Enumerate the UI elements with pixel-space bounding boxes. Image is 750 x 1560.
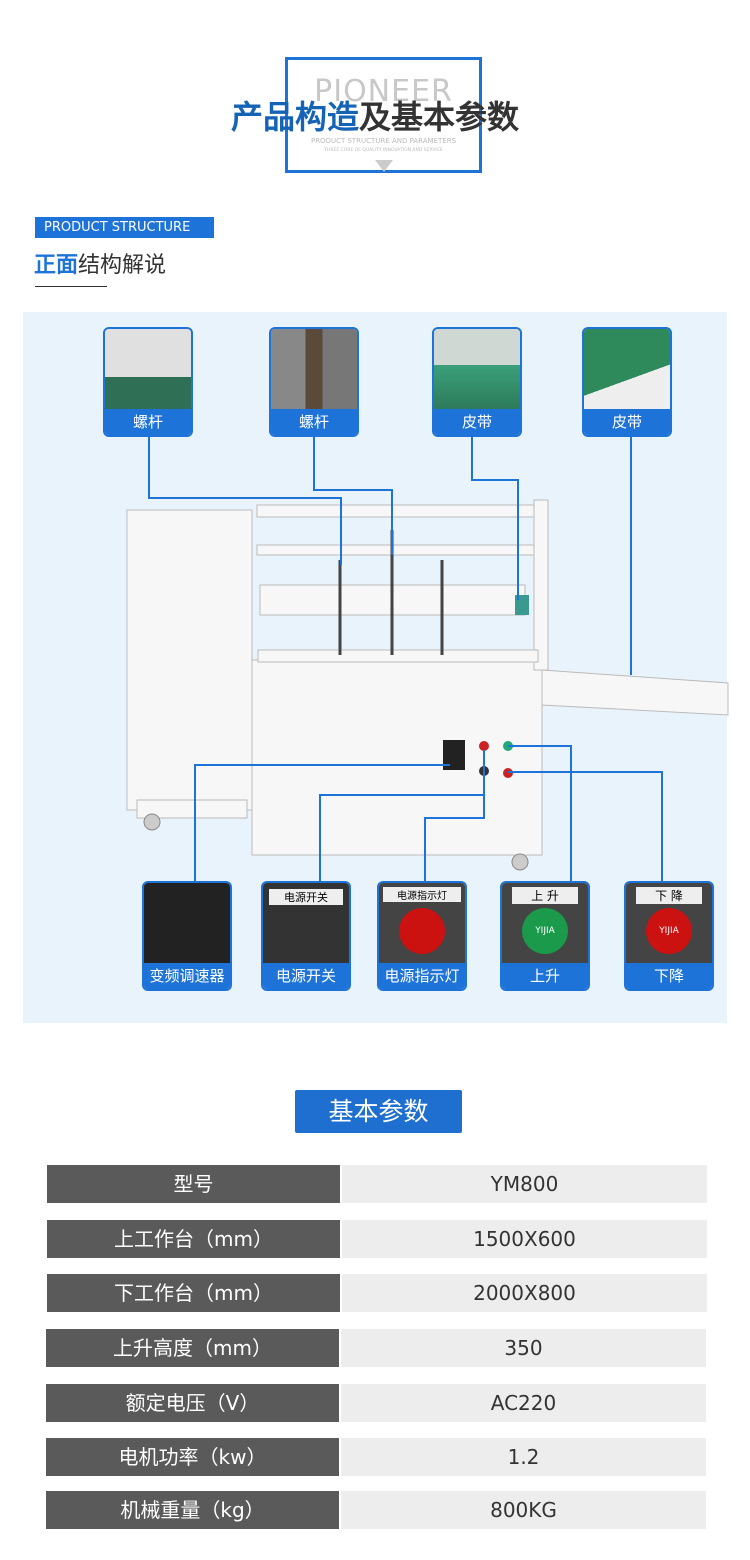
table-row: 上工作台（mm）1500X600: [47, 1220, 707, 1258]
param-value: 1500X600: [342, 1220, 707, 1258]
params-title: 基本参数: [295, 1090, 462, 1133]
machine-illustration: [126, 436, 729, 882]
thumb-text: 电源开关: [269, 889, 343, 905]
param-key: 电机功率（kw）: [46, 1438, 339, 1476]
connector-lines: [148, 436, 663, 882]
brand-logo: YIJIA: [646, 908, 692, 954]
table-row: 机械重量（kg）800KG: [46, 1491, 706, 1529]
param-value: 1.2: [341, 1438, 706, 1476]
part-label: 电源指示灯: [379, 963, 465, 989]
part-label: 下降: [626, 963, 712, 989]
part-label: 变频调速器: [144, 963, 230, 989]
thumb-text: 电源指示灯: [383, 887, 461, 902]
param-key: 机械重量（kg）: [46, 1491, 339, 1529]
part-label: 螺杆: [105, 409, 191, 435]
table-row: 电机功率（kw）1.2: [46, 1438, 706, 1476]
page-title: 产品构造及基本参数: [200, 92, 550, 138]
param-key: 上工作台（mm）: [47, 1220, 340, 1258]
title-dark: 及基本参数: [359, 98, 520, 136]
controller: [443, 740, 465, 770]
part-thumb-power-switch: 电源开关电源开关: [261, 881, 351, 991]
thumb-text: 下 降: [636, 887, 702, 904]
heading-blue: 正面: [34, 253, 79, 278]
table-row: 上升高度（mm）350: [46, 1329, 706, 1367]
section-badge: PRODUCT STRUCTURE: [35, 217, 214, 238]
brand-logo: YIJIA: [522, 908, 568, 954]
wheels: [143, 813, 529, 871]
part-thumb-down-button: 下 降 YIJIA 下降: [624, 881, 714, 991]
part-label: 皮带: [584, 409, 670, 435]
param-key: 下工作台（mm）: [47, 1274, 340, 1312]
header-subtitle-2: THREE CORE OF QUALITY INNOVATION AND SER…: [324, 148, 443, 153]
part-thumb-inverter: 变频调速器: [142, 881, 232, 991]
param-value: 800KG: [341, 1491, 706, 1529]
table-row: 额定电压（V）AC220: [46, 1384, 706, 1422]
part-thumb-up-button: 上 升 YIJIA 上升: [500, 881, 590, 991]
triangle-down-icon: [375, 160, 393, 172]
part-label: 电源开关: [263, 963, 349, 989]
thumb-text: 上 升: [512, 887, 578, 904]
table-row: 下工作台（mm）2000X800: [47, 1274, 707, 1312]
machine: [126, 499, 729, 856]
part-thumb-screw-1: 螺杆: [103, 327, 193, 437]
part-thumb-belt-2: 皮带: [582, 327, 672, 437]
param-key: 额定电压（V）: [46, 1384, 339, 1422]
part-label: 上升: [502, 963, 588, 989]
part-thumb-screw-2: 螺杆: [269, 327, 359, 437]
param-value: AC220: [341, 1384, 706, 1422]
param-value: 2000X800: [342, 1274, 707, 1312]
param-value: YM800: [342, 1165, 707, 1203]
part-label: 螺杆: [271, 409, 357, 435]
param-value: 350: [341, 1329, 706, 1367]
section-heading: 正面结构解说: [34, 247, 166, 279]
part-thumb-power-lamp: 电源指示灯电源指示灯: [377, 881, 467, 991]
part-thumb-belt-1: 皮带: [432, 327, 522, 437]
header-watermark: PIONEER: [314, 74, 453, 109]
header-subtitle: PRODUCT STRUCTURE AND PARAMETERS: [310, 137, 457, 145]
param-key: 型号: [47, 1165, 340, 1203]
param-key: 上升高度（mm）: [46, 1329, 339, 1367]
part-label: 皮带: [434, 409, 520, 435]
title-blue: 产品构造: [230, 98, 359, 136]
heading-dark: 结构解说: [78, 253, 167, 278]
divider: [35, 286, 107, 287]
